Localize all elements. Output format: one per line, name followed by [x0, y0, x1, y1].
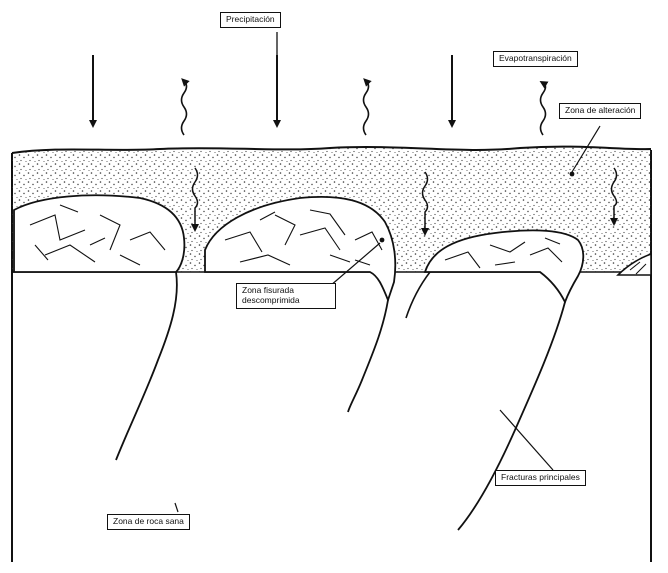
fissured-block-1: [14, 195, 184, 460]
evapotranspiration-arrow-icon: [182, 81, 187, 135]
precipitation-arrows: [93, 55, 452, 124]
label-sound-rock-zone: Zona de roca sana: [107, 514, 190, 530]
leader-main-fractures: [500, 410, 553, 470]
evapotranspiration-arrow-icon: [541, 83, 546, 135]
label-fissured-zone-line2: descomprimida: [242, 296, 330, 306]
label-precipitation: Precipitación: [220, 12, 281, 28]
label-alteration-zone: Zona de alteración: [559, 103, 641, 119]
label-fissured-zone: Zona fisurada descomprimida: [236, 283, 336, 309]
main-fracture-2: [348, 300, 388, 412]
main-fracture-3: [458, 302, 565, 530]
main-fracture-1: [116, 272, 177, 460]
label-evapotranspiration: Evapotranspiración: [493, 51, 578, 67]
leader-sound-rock: [175, 503, 178, 512]
evapotranspiration-arrow-icon: [364, 81, 369, 135]
evapotranspiration-arrows: [182, 81, 546, 135]
label-main-fractures: Fracturas principales: [495, 470, 586, 486]
main-fracture-4: [406, 272, 430, 318]
